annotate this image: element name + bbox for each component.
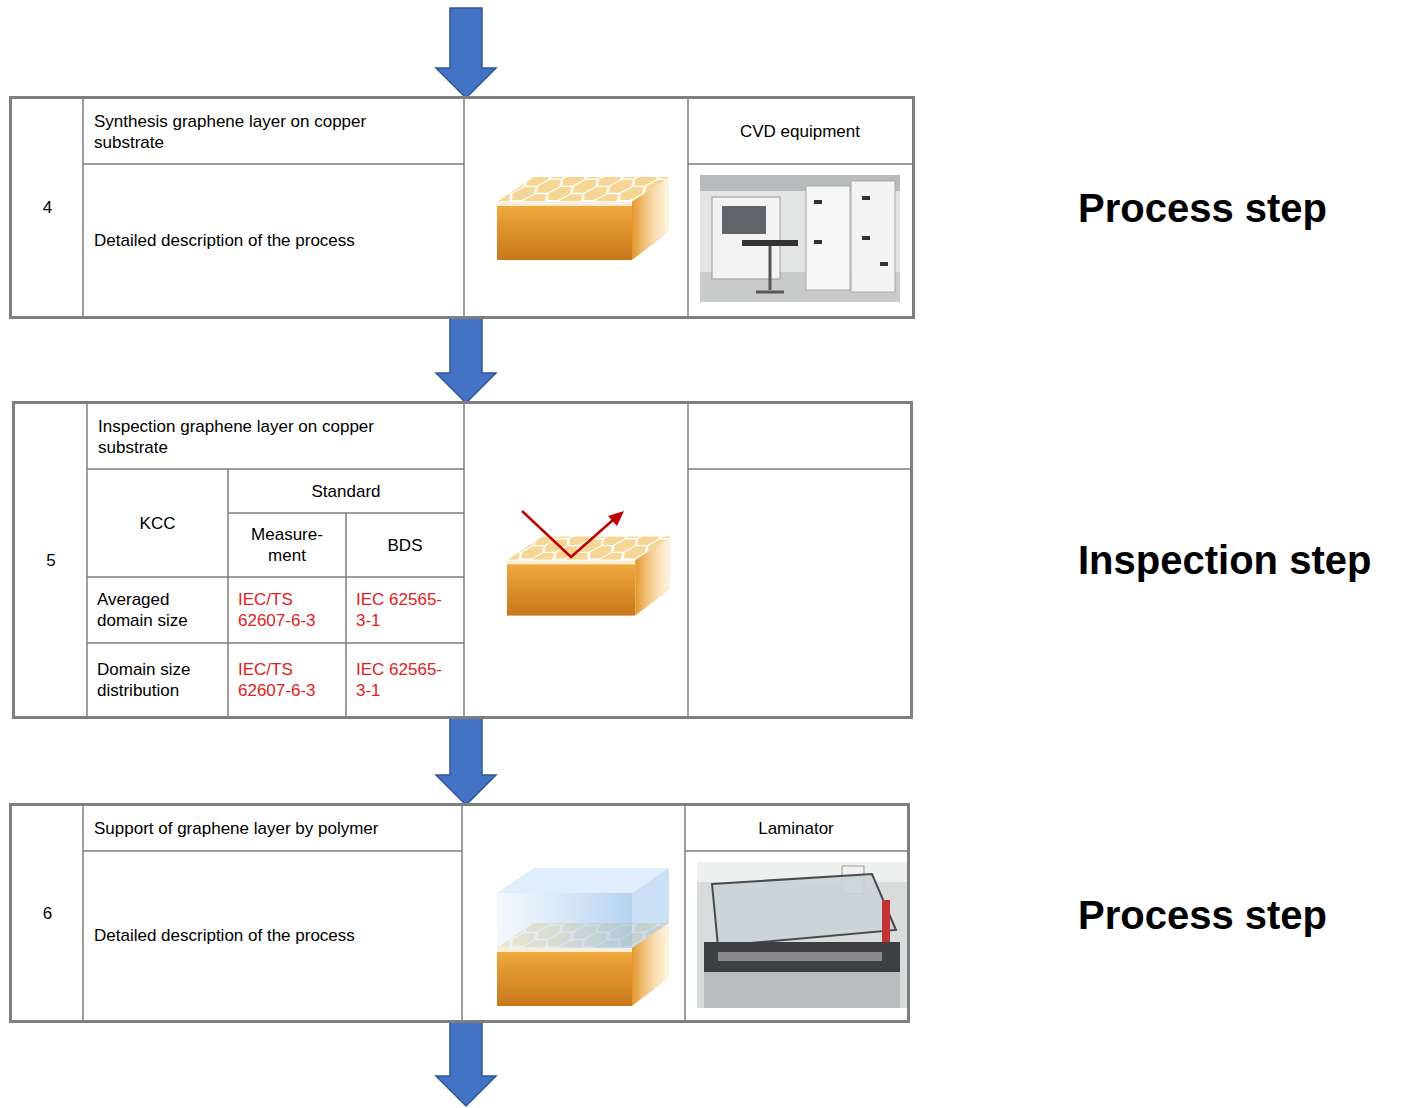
cvd-photo-part <box>769 246 772 290</box>
table-grid-part <box>228 512 464 514</box>
inspection-beam-part <box>608 511 624 526</box>
laminator-photo-part <box>882 900 890 942</box>
table-grid-part <box>687 404 689 716</box>
polymer-layer-part <box>632 868 669 948</box>
cell-text: IEC/TS 62607-6-3 <box>228 643 346 716</box>
table-grid-part <box>87 576 464 578</box>
incoming-arrow <box>436 8 496 98</box>
inspection-beam <box>522 511 624 557</box>
cell-text: Laminator <box>685 806 907 851</box>
cell-text: Inspection graphene layer on copper subs… <box>87 404 464 469</box>
step-number: 4 <box>12 99 83 316</box>
step-box: 6Support of graphene layer by polymerDet… <box>9 803 910 1023</box>
cvd-photo-part <box>862 196 870 200</box>
cell-text: IEC 62565-3-1 <box>346 577 464 643</box>
cell-text: KCC <box>87 469 228 577</box>
cell-text: Domain size distribution <box>87 643 228 716</box>
inspection-beam-part <box>522 511 613 557</box>
table-grid-part <box>345 513 347 716</box>
table-grid-part <box>227 469 229 716</box>
table-grid-part <box>463 99 465 316</box>
cell-text: Averaged domain size <box>87 577 228 643</box>
cvd-photo-part <box>862 236 870 240</box>
graphene-copper-figure <box>497 177 669 260</box>
cvd-photo-part <box>806 186 850 290</box>
table-grid-part <box>82 99 84 316</box>
flow-arrow <box>436 318 496 403</box>
table-grid-part <box>688 163 912 165</box>
cell-text: IEC/TS 62607-6-3 <box>228 577 346 643</box>
step-label: Inspection step <box>1078 537 1371 583</box>
step-box: 5Inspection graphene layer on copper sub… <box>12 401 913 719</box>
step-box: 4Synthesis graphene layer on copper subs… <box>9 96 915 319</box>
cvd-photo-part <box>756 291 784 294</box>
step-number: 5 <box>15 404 87 716</box>
cell-text: Measure- ment <box>228 513 346 577</box>
cell-text: Detailed description of the process <box>83 164 464 316</box>
cell-text: CVD equipment <box>688 99 912 164</box>
table-grid-part <box>87 642 464 644</box>
table-grid-part <box>83 850 462 852</box>
table-grid-part <box>86 404 88 716</box>
laminator-photo <box>697 862 907 1008</box>
step-label: Process step <box>1078 892 1327 938</box>
graphene-copper-figure <box>507 537 670 616</box>
cvd-photo <box>700 175 900 302</box>
table-grid-part <box>87 468 464 470</box>
table-grid-part <box>684 806 686 1020</box>
table-grid-part <box>685 850 907 852</box>
cvd-photo-part <box>700 175 900 302</box>
table-grid-part <box>688 468 910 470</box>
cvd-photo-part <box>814 200 822 204</box>
polymer-layer <box>497 868 669 948</box>
laminator-photo-part <box>704 942 900 972</box>
cell-text: Synthesis graphene layer on copper subst… <box>83 99 464 164</box>
laminator-photo-part <box>697 862 907 1008</box>
table-grid-part <box>687 99 689 316</box>
laminator-photo-part <box>718 952 882 961</box>
cvd-photo-part <box>742 240 798 246</box>
step-number: 6 <box>12 806 83 1020</box>
cvd-photo-part <box>814 240 822 244</box>
cell-text: Detailed description of the process <box>83 851 462 1020</box>
cvd-photo-part <box>851 181 895 292</box>
table-grid-part <box>82 806 84 1020</box>
cell-text: Standard <box>228 469 464 513</box>
outgoing-arrow <box>436 1022 496 1106</box>
table-grid-part <box>461 806 463 1020</box>
cell-text: IEC 62565-3-1 <box>346 643 464 716</box>
step-label: Process step <box>1078 185 1327 231</box>
cell-text: Support of graphene layer by polymer <box>83 806 462 851</box>
flow-arrow <box>436 718 496 805</box>
table-grid <box>83 99 912 1020</box>
cell-text: BDS <box>346 513 464 577</box>
laminator-photo-part <box>712 874 896 946</box>
cvd-photo-part <box>722 206 766 234</box>
cvd-photo-part <box>880 262 888 266</box>
table-grid-part <box>463 404 465 716</box>
polymer-layer-part <box>497 893 632 948</box>
laminator-photo-part <box>704 972 900 1008</box>
table-grid-part <box>83 163 464 165</box>
